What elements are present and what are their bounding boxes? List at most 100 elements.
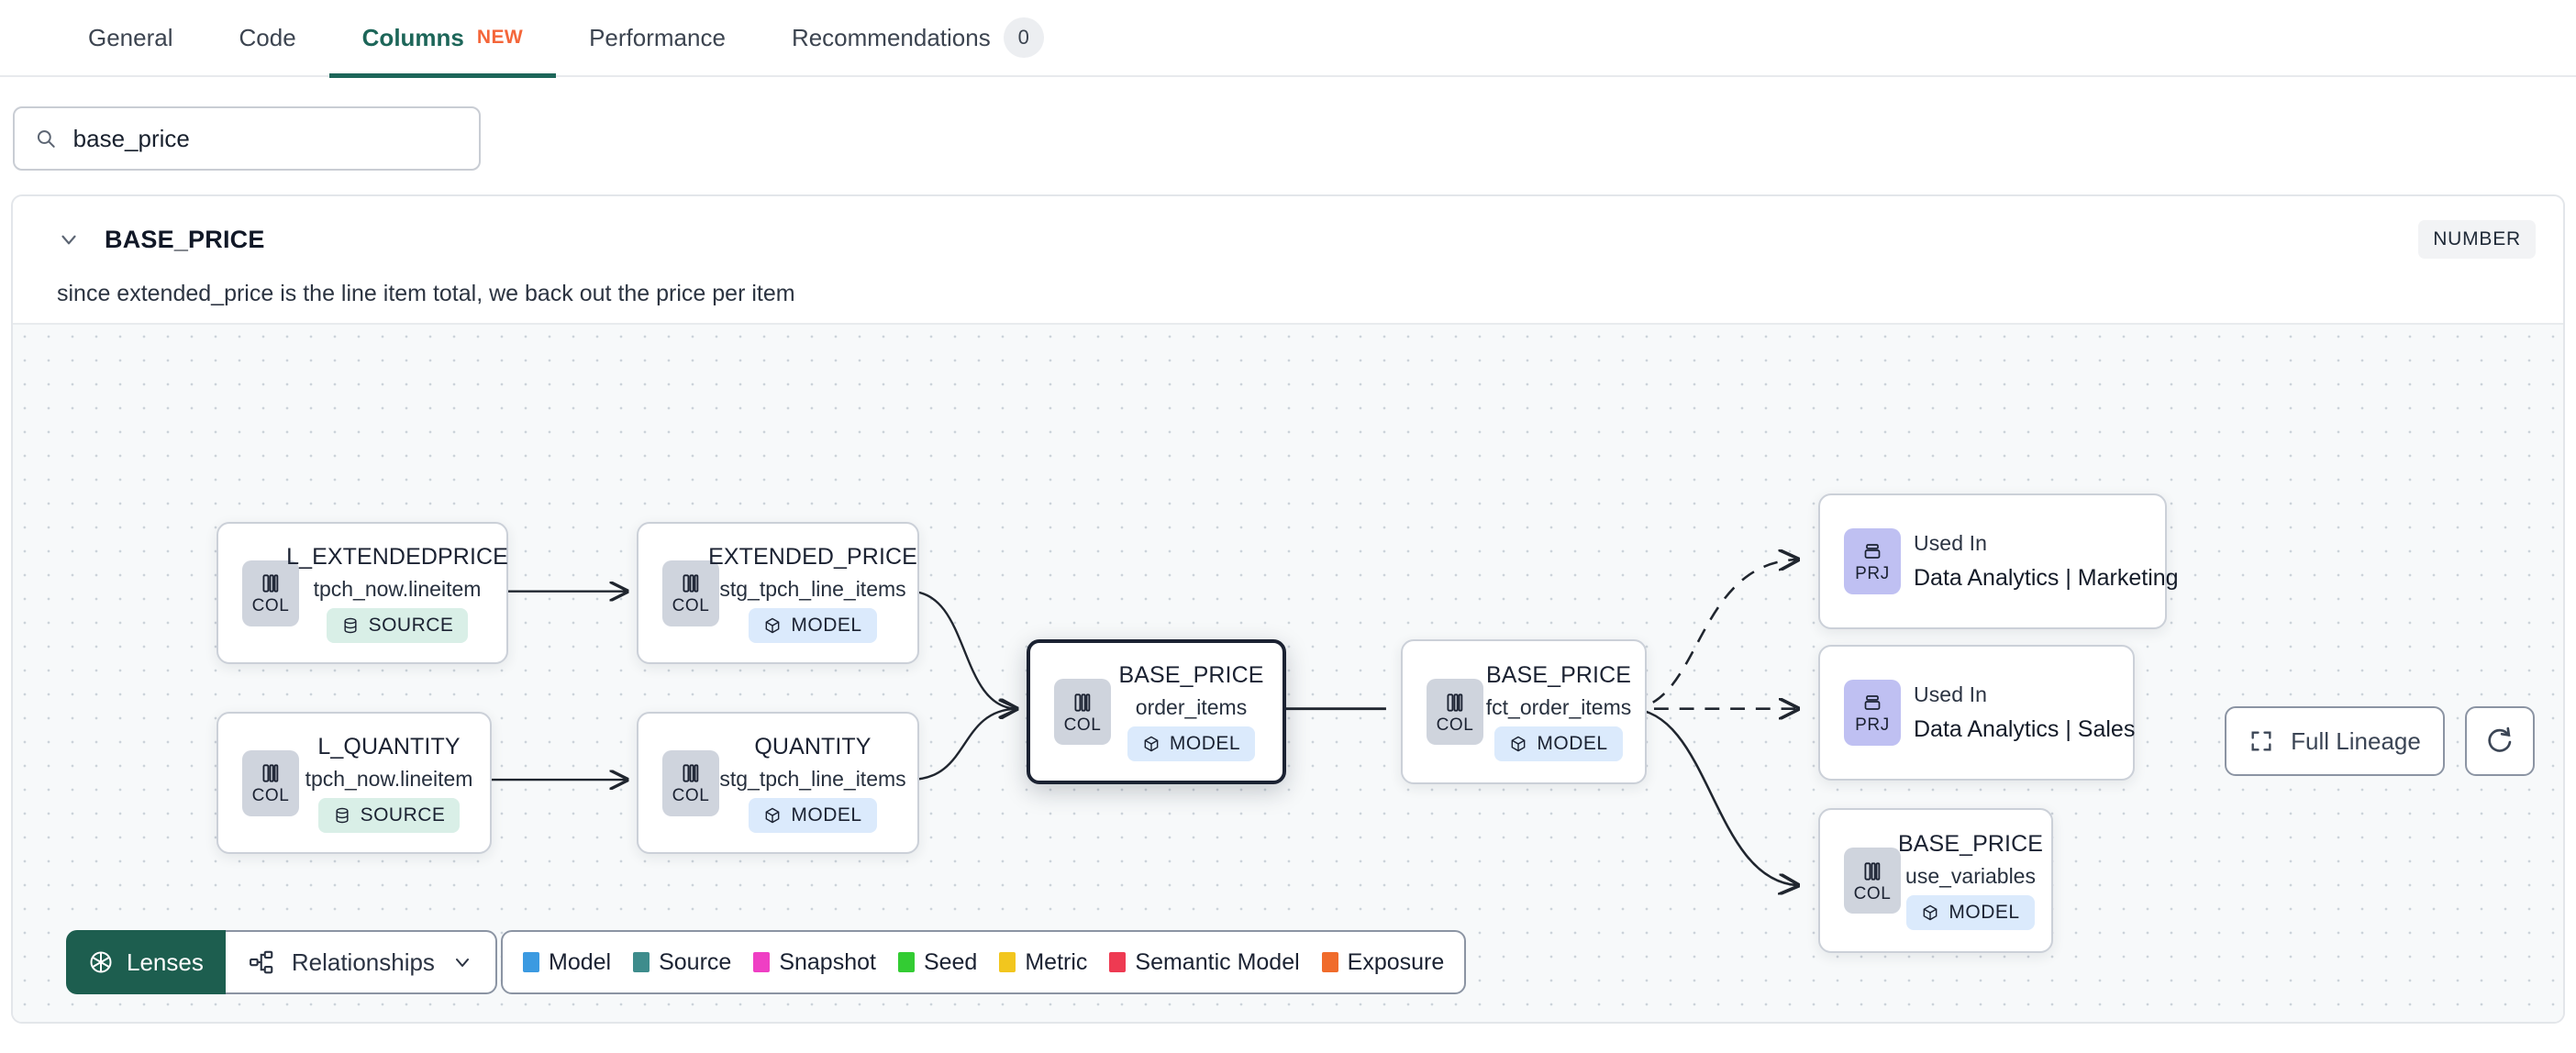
legend-label: Snapshot xyxy=(779,948,876,975)
lineage-node-base-price-order-items[interactable]: COL BASE_PRICE order_items MODEL xyxy=(1027,639,1286,784)
column-header: BASE_PRICE NUMBER xyxy=(13,196,2563,260)
chip-label: COL xyxy=(251,786,290,805)
lineage-node-extended-price[interactable]: COL EXTENDED_PRICE stg_tpch_line_items M… xyxy=(637,522,919,664)
prj-chip: PRJ xyxy=(1844,680,1901,746)
node-type-tag: MODEL xyxy=(749,797,877,833)
tab-label: Recommendations xyxy=(791,23,991,51)
node-body: BASE_PRICE use_variables MODEL xyxy=(1898,831,2043,930)
column-icon xyxy=(1447,693,1463,712)
col-chip: COL xyxy=(1844,848,1901,914)
legend-item: Model xyxy=(523,949,611,976)
node-title: Used In xyxy=(1914,682,1987,706)
tag-label: SOURCE xyxy=(360,804,446,826)
node-subtitle: tpch_now.lineitem xyxy=(305,766,473,791)
node-title: BASE_PRICE xyxy=(1486,662,1632,688)
node-subtitle: Data Analytics | Marketing xyxy=(1914,565,2179,591)
chip-label: COL xyxy=(1063,715,1102,735)
chip-label: COL xyxy=(672,596,710,615)
full-lineage-label: Full Lineage xyxy=(2291,726,2421,755)
column-detail-card: BASE_PRICE NUMBER since extended_price i… xyxy=(11,194,2565,1024)
legend-swatch xyxy=(897,952,915,972)
page-title: BASE_PRICE xyxy=(105,225,265,253)
legend-label: Exposure xyxy=(1347,948,1445,975)
tab-general[interactable]: General xyxy=(55,0,206,76)
tab-recommendations[interactable]: Recommendations 0 xyxy=(759,0,1077,76)
tag-label: MODEL xyxy=(791,804,862,826)
chip-label: PRJ xyxy=(1855,715,1890,735)
database-icon xyxy=(344,617,357,633)
search-icon xyxy=(37,130,55,148)
lineage-canvas[interactable]: COL L_EXTENDEDPRICE tpch_now.lineitem SO… xyxy=(13,323,2563,1022)
full-lineage-button[interactable]: Full Lineage xyxy=(2225,706,2445,776)
refresh-button[interactable] xyxy=(2465,706,2535,776)
node-subtitle: fct_order_items xyxy=(1485,695,1632,719)
tab-code[interactable]: Code xyxy=(206,0,329,76)
legend-item: Seed xyxy=(897,948,978,976)
node-body: Used In Data Analytics | Sales xyxy=(1914,682,2136,743)
node-type-tag: MODEL xyxy=(749,607,877,643)
tab-performance[interactable]: Performance xyxy=(556,0,759,76)
node-type-tag: MODEL xyxy=(1494,726,1623,761)
legend-item: Snapshot xyxy=(753,949,876,976)
tag-label: MODEL xyxy=(791,614,862,636)
tag-label: MODEL xyxy=(1949,902,2020,923)
lineage-node-project-marketing[interactable]: PRJ Used In Data Analytics | Marketing xyxy=(1818,493,2179,629)
project-icon xyxy=(1864,543,1881,559)
node-type-legend: Model Source Snapshot Seed Metric Semant… xyxy=(501,930,1467,994)
search-box[interactable] xyxy=(13,106,481,171)
lineage-edges xyxy=(480,325,2563,1022)
col-chip: COL xyxy=(662,749,719,816)
cube-icon xyxy=(1144,736,1159,752)
lenses-group: Lenses Relationships xyxy=(66,930,497,994)
lineage-node-l-extendedprice[interactable]: COL L_EXTENDEDPRICE tpch_now.lineitem SO… xyxy=(217,522,508,664)
lineage-node-base-price-fct-order-items[interactable]: COL BASE_PRICE fct_order_items MODEL xyxy=(1401,639,1647,784)
lenses-button[interactable]: Lenses xyxy=(66,930,226,994)
relationships-button[interactable]: Relationships xyxy=(225,930,497,994)
cube-icon xyxy=(766,807,780,823)
chip-label: COL xyxy=(1436,715,1474,735)
lenses-label: Lenses xyxy=(127,948,204,976)
legend-swatch xyxy=(1321,952,1338,972)
hierarchy-icon xyxy=(249,950,273,974)
node-subtitle: stg_tpch_line_items xyxy=(719,766,906,791)
column-type-badge: NUMBER xyxy=(2418,220,2536,259)
legend-label: Seed xyxy=(923,948,978,975)
column-icon xyxy=(683,764,699,782)
refresh-icon xyxy=(2488,726,2512,752)
search-input[interactable] xyxy=(72,124,459,153)
col-chip: COL xyxy=(242,560,299,626)
tab-label: Code xyxy=(239,23,296,51)
recommendations-count-badge: 0 xyxy=(1003,17,1044,58)
node-subtitle: tpch_now.lineitem xyxy=(313,576,482,601)
chip-label: COL xyxy=(251,596,290,615)
node-title: L_EXTENDEDPRICE xyxy=(286,543,508,570)
chevron-down-icon[interactable] xyxy=(57,227,81,251)
legend-item: Semantic Model xyxy=(1109,948,1300,976)
node-type-tag: MODEL xyxy=(1906,895,2035,930)
node-subtitle: Data Analytics | Sales xyxy=(1914,716,2136,742)
column-icon xyxy=(1864,861,1881,881)
tag-label: MODEL xyxy=(1537,733,1608,754)
tab-columns[interactable]: Columns NEW xyxy=(328,0,557,78)
project-icon xyxy=(1864,694,1881,710)
node-body: L_EXTENDEDPRICE tpch_now.lineitem SOURCE xyxy=(286,544,508,643)
col-chip: COL xyxy=(662,560,719,626)
node-title: Used In xyxy=(1914,531,1987,555)
chip-label: COL xyxy=(1853,883,1892,903)
node-type-tag: SOURCE xyxy=(326,607,469,643)
lineage-node-base-price-use-variables[interactable]: COL BASE_PRICE use_variables MODEL xyxy=(1818,808,2053,953)
node-title: BASE_PRICE xyxy=(1118,662,1264,688)
tab-label: Columns xyxy=(361,23,464,51)
tag-label: MODEL xyxy=(1169,733,1241,754)
legend-label: Semantic Model xyxy=(1135,948,1300,975)
column-icon xyxy=(1074,693,1091,712)
lineage-node-l-quantity[interactable]: COL L_QUANTITY tpch_now.lineitem SOURCE xyxy=(217,712,492,854)
col-chip: COL xyxy=(242,749,299,816)
lineage-node-project-sales[interactable]: PRJ Used In Data Analytics | Sales xyxy=(1818,645,2135,781)
node-body: Used In Data Analytics | Marketing xyxy=(1914,531,2179,592)
prj-chip: PRJ xyxy=(1844,528,1901,594)
lineage-node-quantity[interactable]: COL QUANTITY stg_tpch_line_items MODEL xyxy=(637,712,919,854)
cube-icon xyxy=(766,617,780,633)
legend-swatch xyxy=(753,952,771,972)
legend-swatch xyxy=(999,952,1016,972)
